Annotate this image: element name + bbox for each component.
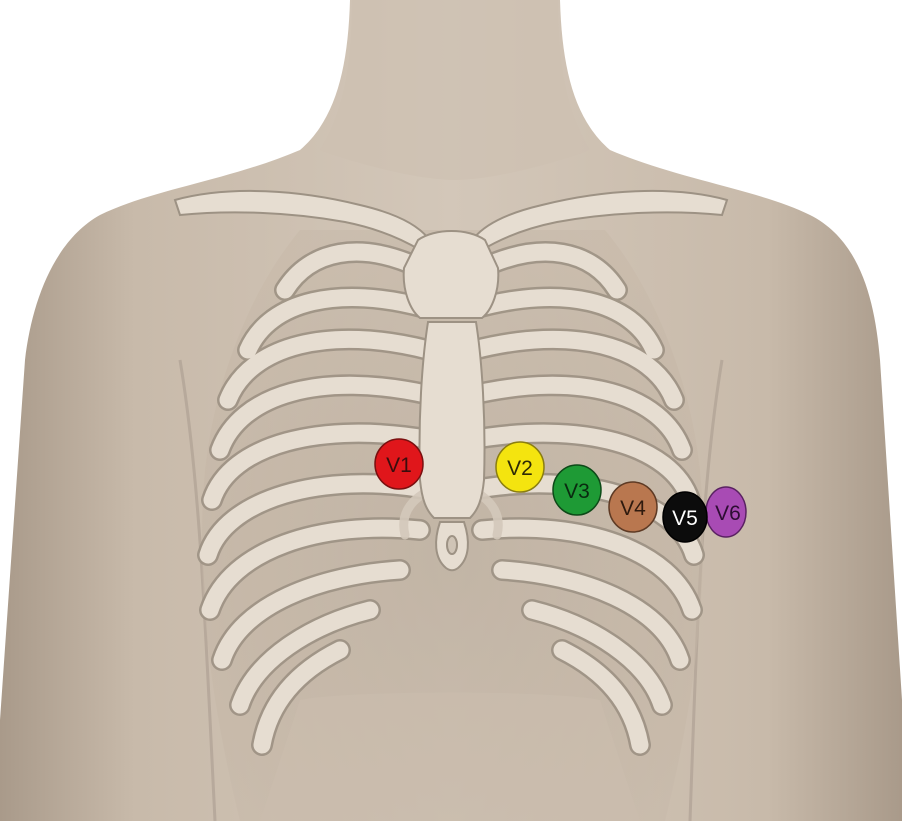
electrode-v3: V3 — [553, 465, 601, 515]
electrode-v6-label: V6 — [715, 502, 741, 525]
electrode-v4: V4 — [609, 482, 657, 532]
electrode-v1: V1 — [375, 439, 423, 489]
electrode-v1-label: V1 — [386, 454, 412, 477]
electrode-v5: V5 — [663, 492, 707, 542]
abdomen — [260, 693, 640, 821]
electrode-v2-label: V2 — [507, 457, 533, 480]
electrode-v4-label: V4 — [620, 497, 646, 520]
electrode-v3-label: V3 — [564, 480, 590, 503]
electrode-v6: V6 — [706, 487, 746, 537]
electrode-v2: V2 — [496, 442, 544, 492]
electrode-v5-label: V5 — [672, 507, 698, 530]
